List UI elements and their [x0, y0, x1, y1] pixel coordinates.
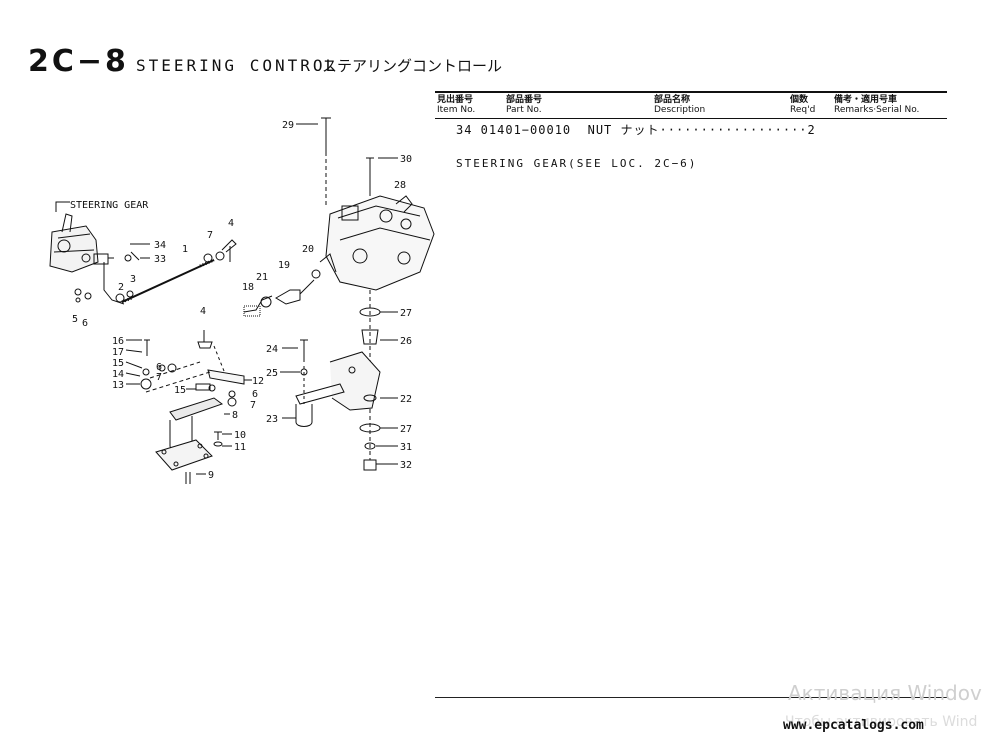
callout-4: 4	[228, 218, 234, 229]
callout-34: 34	[154, 240, 166, 251]
bottom-rule	[435, 697, 947, 698]
callout-labels: 1 2 3 4 4 5 6 6 6 7 7 7 8 9 10 11 12 13 …	[72, 120, 412, 481]
callout-6: 6	[82, 318, 88, 329]
table-row: 34 01401−00010 NUT ナット··················…	[456, 123, 816, 137]
reference-note: STEERING GEAR(SEE LOC. 2C−6)	[456, 157, 698, 170]
callout-6c: 6	[252, 389, 258, 400]
bolts-top	[321, 117, 374, 196]
callout-28: 28	[394, 180, 406, 191]
callout-12: 12	[252, 376, 264, 387]
callout-33: 33	[154, 254, 166, 265]
callout-27b: 27	[400, 424, 412, 435]
callout-32: 32	[400, 460, 412, 471]
callout-15: 15	[112, 358, 124, 369]
callout-31: 31	[400, 442, 412, 453]
callout-3: 3	[130, 274, 136, 285]
page-title-japanese: ステアリングコントロール	[322, 57, 503, 75]
lever-drawing	[155, 397, 224, 484]
callout-10: 10	[234, 430, 246, 441]
table-header-rule	[435, 118, 947, 119]
callout-7c: 7	[250, 400, 256, 411]
callout-17: 17	[112, 347, 124, 358]
callout-1: 1	[182, 244, 188, 255]
steering-gear-label: STEERING GEAR	[70, 200, 149, 211]
callout-14: 14	[112, 369, 124, 380]
callout-4b: 4	[200, 306, 206, 317]
os-watermark-line1: Активация Windov	[788, 681, 982, 705]
callout-5: 5	[72, 314, 78, 325]
callout-23: 23	[266, 414, 278, 425]
os-watermark-line2: Чтобы активировать Wind	[785, 714, 978, 730]
callout-2: 2	[118, 282, 124, 293]
callout-25: 25	[266, 368, 278, 379]
callout-16: 16	[112, 336, 124, 347]
fasteners-left	[74, 239, 237, 303]
callout-24: 24	[266, 344, 278, 355]
callout-21: 21	[256, 272, 268, 283]
callout-9: 9	[208, 470, 214, 481]
callout-18: 18	[242, 282, 254, 293]
callout-8: 8	[232, 410, 238, 421]
footer-url: www.epcatalogs.com	[783, 718, 924, 733]
callout-19: 19	[278, 260, 290, 271]
lower-stack-drawing	[295, 307, 381, 471]
callout-6b: 6	[156, 362, 162, 373]
page-title: STEERING CONTROL	[136, 56, 339, 75]
steering-gear-drawing	[49, 201, 114, 273]
callout-15b: 15	[174, 385, 186, 396]
callout-7: 7	[207, 230, 213, 241]
callout-30: 30	[400, 154, 412, 165]
page-title-code: 2C−8	[28, 44, 129, 79]
callout-7b: 7	[156, 372, 162, 383]
table-top-rule	[435, 91, 947, 93]
steering-rod-drawing	[103, 258, 215, 305]
linkage-drawing	[140, 279, 315, 407]
diagram-drawing	[49, 117, 435, 484]
callout-22: 22	[400, 394, 412, 405]
callout-13: 13	[112, 380, 124, 391]
callout-26: 26	[400, 336, 412, 347]
callout-29: 29	[282, 120, 294, 131]
callout-11: 11	[234, 442, 246, 453]
axis-lines	[303, 124, 371, 460]
valve-body-drawing	[311, 195, 435, 291]
callout-27: 27	[400, 308, 412, 319]
callout-20: 20	[302, 244, 314, 255]
leader-lines	[125, 123, 398, 475]
